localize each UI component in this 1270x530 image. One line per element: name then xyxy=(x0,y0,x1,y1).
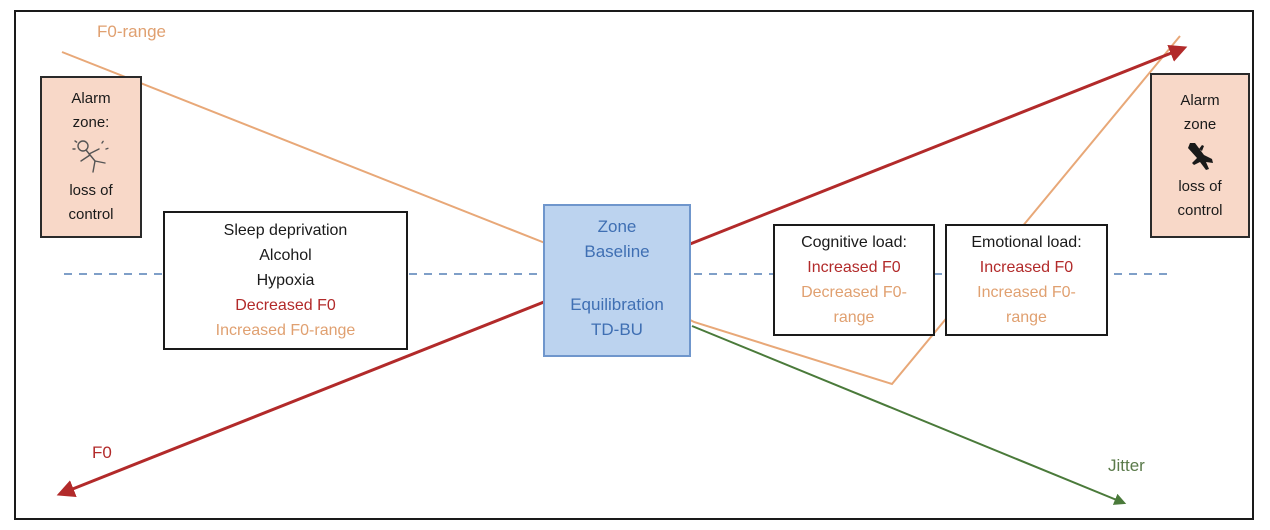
cognitive-box-line-2: Increased F0 xyxy=(807,259,901,276)
cognitive-box-line-1: Cognitive load: xyxy=(801,234,907,251)
f0-label: F0 xyxy=(92,443,112,462)
emotional-box-line-1: Emotional load: xyxy=(971,234,1082,251)
alarm-zone-left: Alarm zone: loss of control xyxy=(40,76,142,238)
sleep-box-line-2: Alcohol xyxy=(259,247,312,264)
alarm-left-line-2: zone: xyxy=(72,114,110,131)
crashing-airplane-icon xyxy=(1188,142,1213,170)
baseline-box-line-1: Zone xyxy=(597,217,637,236)
jitter-label: Jitter xyxy=(1108,456,1145,475)
emotional-box-line-2: Increased F0 xyxy=(979,259,1074,276)
cognitive-box-line-4: range xyxy=(833,309,875,326)
alarm-left-line-4: control xyxy=(68,206,114,223)
alarm-zone-right: Alarm zone loss of control xyxy=(1150,73,1250,238)
alarm-right-line-3: loss of xyxy=(1178,177,1222,195)
emotional-box-line-4: range xyxy=(1006,309,1047,326)
baseline-box-line-4: TD-BU xyxy=(591,320,643,339)
sleep-box-line-4: Decreased F0 xyxy=(235,297,336,314)
sleep-box-line-5: Increased F0-range xyxy=(215,322,356,339)
sleep-box-line-1: Sleep deprivation xyxy=(223,222,348,239)
alarm-left-line-1: Alarm xyxy=(71,90,111,107)
sleep-deprivation-box: Sleep deprivation Alcohol Hypoxia Decrea… xyxy=(163,211,408,350)
cognitive-load-box: Cognitive load: Increased F0 Decreased F… xyxy=(773,224,935,336)
falling-person-icon xyxy=(72,139,110,173)
emotional-box-line-3: Increased F0- xyxy=(977,284,1076,301)
f0-range-label: F0-range xyxy=(97,22,166,41)
baseline-box-line-2: Baseline xyxy=(584,242,650,261)
jitter-line xyxy=(691,325,1127,505)
alarm-left-line-3: loss of xyxy=(69,182,113,199)
alarm-right-line-1: Alarm xyxy=(1180,91,1220,109)
sleep-box-line-3: Hypoxia xyxy=(256,272,315,289)
baseline-zone-box: Zone Baseline Equilibration TD-BU xyxy=(543,204,691,357)
alarm-right-line-2: zone xyxy=(1183,115,1217,133)
alarm-right-line-4: control xyxy=(1177,201,1223,219)
emotional-load-box: Emotional load: Increased F0 Increased F… xyxy=(945,224,1108,336)
baseline-box-line-3: Equilibration xyxy=(570,295,664,314)
cognitive-box-line-3: Decreased F0- xyxy=(801,284,907,301)
